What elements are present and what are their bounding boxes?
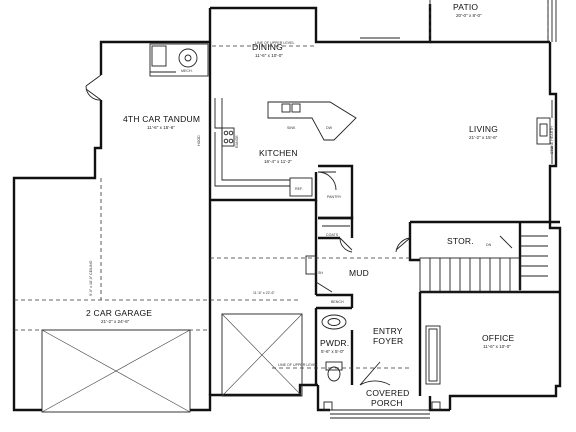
living-label: LIVING bbox=[469, 124, 498, 134]
sink-label: SINK bbox=[287, 126, 296, 130]
ref-label: REF. bbox=[295, 187, 303, 191]
stair-treads bbox=[429, 235, 548, 292]
patio-dim: 20'-0" x 8'-0" bbox=[456, 13, 482, 18]
office: OFFICE 11'-6" x 10'-0" bbox=[425, 325, 514, 385]
porch-label-2: PORCH bbox=[371, 398, 403, 408]
pantry-label: PANTRY bbox=[327, 195, 342, 199]
upper-level-note-entry: LINE OF UPPER LEVEL bbox=[278, 363, 318, 367]
mud-label: MUD bbox=[349, 268, 369, 278]
pwdr-dim: 5'-6" x 5'-0" bbox=[321, 349, 345, 354]
coats-label: COATS bbox=[326, 233, 339, 237]
range-label: RANGE bbox=[235, 135, 239, 148]
upper-level-note-dining: LINE OF UPPER LEVEL bbox=[255, 41, 295, 45]
mud-room: MUD SH BENCH bbox=[305, 255, 369, 304]
pantry-coats: PANTRY COATS bbox=[317, 171, 353, 253]
powder-room: PWDR. 5'-6" x 5'-0" bbox=[320, 314, 349, 382]
garage: 2 CAR GARAGE 21'-2" x 24'-6" 9'-0" x 18'… bbox=[14, 260, 303, 413]
garage-dim: 21'-2" x 24'-6" bbox=[101, 319, 130, 324]
living-dim: 21'-2" x 15'-6" bbox=[469, 135, 498, 140]
kitchen-label: KITCHEN bbox=[259, 148, 298, 158]
entry-foyer: ENTRY FOYER LINE OF UPPER LEVEL bbox=[272, 326, 412, 386]
hearth-label: STONE HEARTH bbox=[550, 126, 554, 154]
hood-label: HOOD bbox=[197, 135, 201, 146]
exterior-walls bbox=[12, 0, 562, 412]
sh-label: SH bbox=[318, 271, 323, 275]
garage-height-note: 11'-6" x 22'-6" bbox=[253, 291, 276, 295]
dining-label: DINING bbox=[252, 42, 283, 52]
pwdr-label: PWDR. bbox=[320, 338, 349, 348]
garage-wall-note: 9'-0" x 18'-0" CEILING bbox=[89, 260, 93, 296]
office-dim: 11'-6" x 10'-0" bbox=[483, 344, 511, 349]
tandem-garage: MECH. 4TH CAR TANDUM 11'-6" x 15'-6" HOO… bbox=[85, 43, 209, 146]
kitchen: RANGE SINK DW REF. KITCHEN 16'-4" x 11'-… bbox=[214, 98, 357, 197]
storage-stairs: STOR. DN bbox=[395, 235, 548, 292]
kitchen-dim: 16'-4" x 11'-2" bbox=[264, 159, 292, 164]
covered-porch: COVERED PORCH bbox=[316, 385, 450, 419]
porch-label: COVERED bbox=[366, 388, 409, 398]
tandum-label: 4TH CAR TANDUM bbox=[123, 114, 200, 124]
entry-label: ENTRY bbox=[373, 326, 403, 336]
living-room: LIVING 21'-2" x 15'-6" STONE HEARTH bbox=[469, 100, 554, 164]
dining-room: DINING 11'-6" x 10'-0" LINE OF UPPER LEV… bbox=[212, 41, 316, 58]
dn-label: DN bbox=[486, 243, 492, 247]
bench-label: BENCH bbox=[331, 300, 344, 304]
dw-label: DW bbox=[326, 126, 333, 130]
stor-label: STOR. bbox=[447, 236, 474, 246]
office-label: OFFICE bbox=[482, 333, 514, 343]
garage-label: 2 CAR GARAGE bbox=[86, 308, 152, 318]
patio-area: PATIO 20'-0" x 8'-0" bbox=[360, 0, 557, 43]
patio-label: PATIO bbox=[453, 2, 478, 12]
tandum-dim: 11'-6" x 15'-6" bbox=[147, 125, 175, 130]
mech-label: MECH. bbox=[181, 69, 193, 73]
dining-dim: 11'-6" x 10'-0" bbox=[255, 53, 283, 58]
interior-walls bbox=[14, 42, 560, 396]
foyer-label: FOYER bbox=[373, 336, 403, 346]
